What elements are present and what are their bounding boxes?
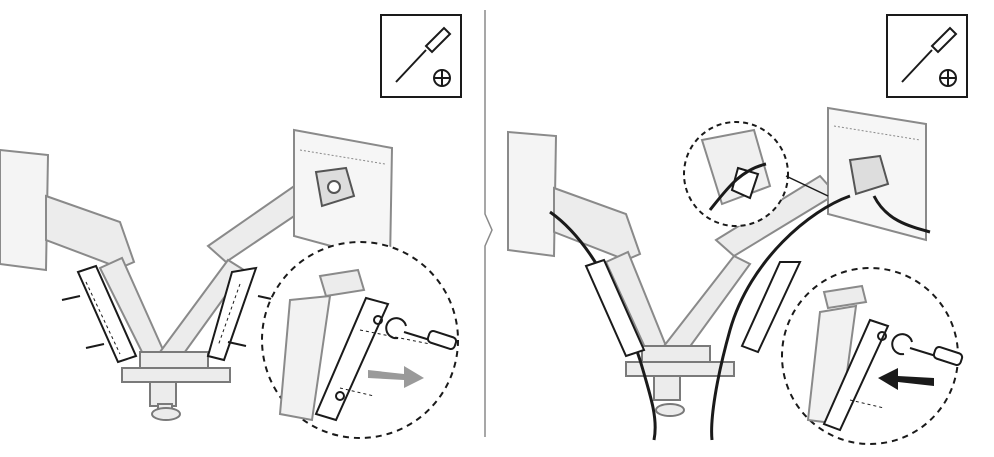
rotate-arrow-icon	[385, 317, 407, 340]
push-in-arrow-icon	[878, 368, 934, 390]
phillips-screwdriver-icon	[901, 26, 958, 87]
pull-out-arrow-icon	[368, 366, 424, 388]
left-monitor	[507, 130, 558, 258]
rotate-arrow-icon	[891, 333, 913, 356]
right-monitor	[827, 106, 927, 242]
step-panel-install-covers	[490, 0, 974, 457]
desk-clamp	[121, 351, 231, 421]
detail-callout-remove	[261, 241, 459, 439]
panel-divider	[484, 10, 493, 437]
tool-box-left	[380, 14, 462, 98]
detail-callout-cable-clip	[683, 121, 829, 227]
cable-cover-left	[76, 264, 138, 364]
detail-callout-install	[781, 267, 964, 445]
desk-clamp	[625, 345, 735, 417]
cable-cover-right	[206, 266, 258, 362]
monitor-arm-illustration-left	[0, 128, 459, 439]
monitor-arm-illustration-right	[507, 106, 964, 445]
phillips-screwdriver-icon	[395, 26, 452, 87]
step-panel-remove-covers	[0, 0, 484, 457]
screwdriver-detail	[403, 330, 458, 350]
screwdriver-detail	[909, 346, 964, 366]
vesa-plate	[848, 154, 890, 196]
cable-cover-left	[584, 258, 646, 358]
cable-cover-right	[740, 261, 802, 354]
cable-cover-detail	[314, 296, 390, 422]
left-monitor	[0, 148, 50, 272]
tool-box-right	[886, 14, 968, 98]
cable-cover-detail	[822, 318, 890, 432]
left-arm	[45, 194, 166, 362]
right-monitor	[293, 128, 394, 264]
left-arm	[553, 186, 668, 356]
